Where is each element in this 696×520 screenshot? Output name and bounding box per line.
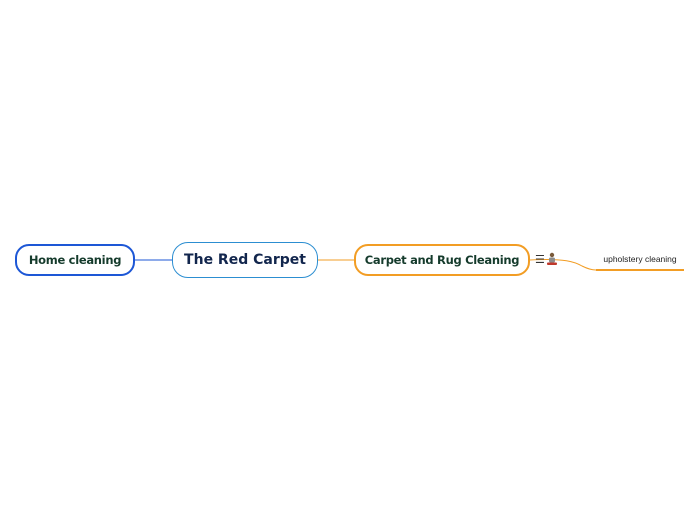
person-icon[interactable] xyxy=(546,252,558,266)
topic-home-cleaning[interactable]: Home cleaning xyxy=(15,244,135,276)
central-topic[interactable]: The Red Carpet xyxy=(172,242,318,278)
topic-carpet-rug-cleaning[interactable]: Carpet and Rug Cleaning xyxy=(354,244,530,276)
subtopic-upholstery-cleaning-label: upholstery cleaning xyxy=(603,254,677,264)
central-topic-label: The Red Carpet xyxy=(184,252,306,268)
topic-home-cleaning-label: Home cleaning xyxy=(28,253,122,267)
subtopic-upholstery-cleaning[interactable]: upholstery cleaning xyxy=(596,254,684,264)
topic-carpet-rug-cleaning-label: Carpet and Rug Cleaning xyxy=(364,253,520,267)
notes-icon[interactable]: ☰ xyxy=(535,253,545,266)
